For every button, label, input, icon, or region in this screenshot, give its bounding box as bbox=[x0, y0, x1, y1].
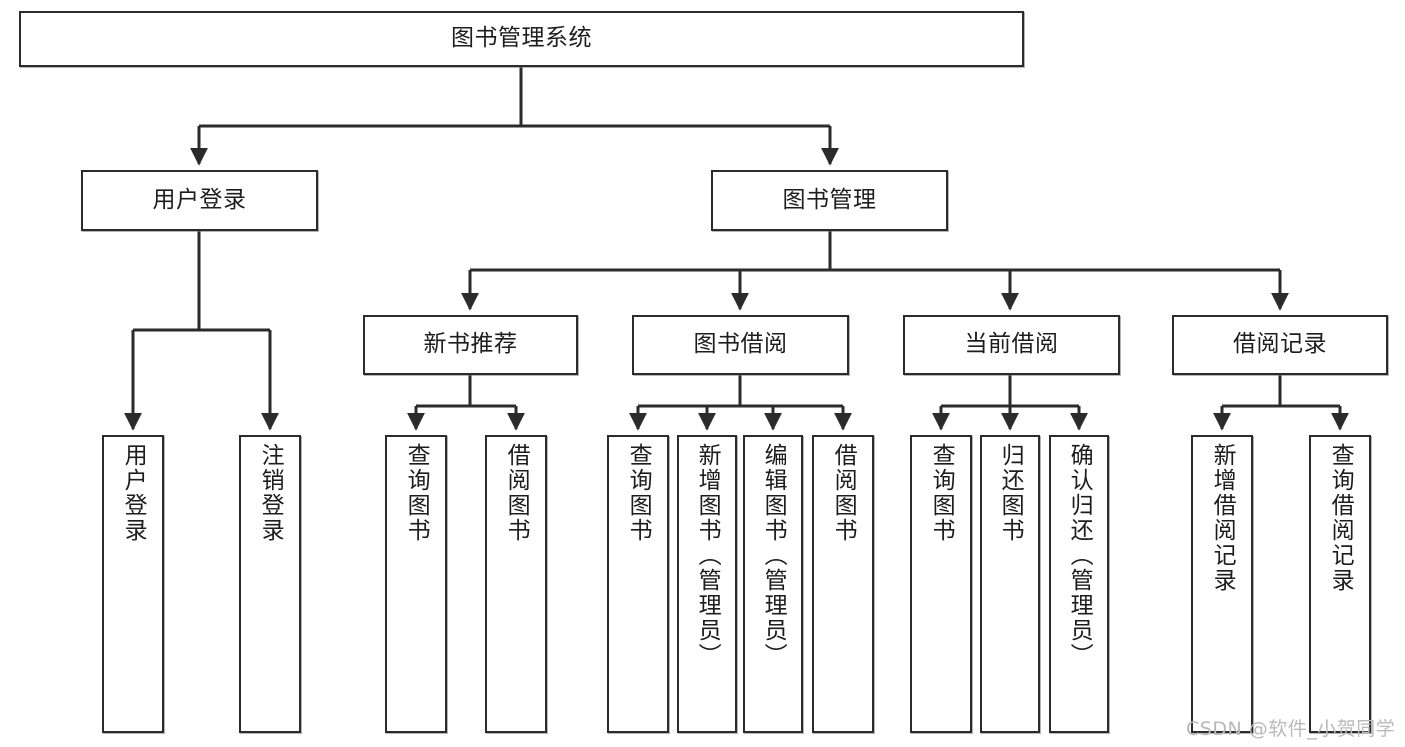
node-root-system[interactable]: 图书管理系统 bbox=[19, 11, 1024, 67]
node-label: 图书借阅 bbox=[693, 331, 788, 358]
node-label: 新书推荐 bbox=[423, 331, 518, 358]
node-current-borrow[interactable]: 当前借阅 bbox=[903, 315, 1120, 375]
node-label: 用户登录 bbox=[152, 186, 247, 213]
node-label: 编辑图书（管理员） bbox=[760, 443, 787, 668]
leaf-user-login-signout[interactable]: 注销登录 bbox=[239, 435, 301, 733]
node-borrow-record[interactable]: 借阅记录 bbox=[1172, 315, 1388, 375]
node-label: 图书管理 bbox=[782, 186, 877, 213]
leaf-recommend-query-book[interactable]: 查询图书 bbox=[385, 435, 447, 733]
node-user-login[interactable]: 用户登录 bbox=[81, 170, 318, 231]
node-label: 注销登录 bbox=[257, 443, 284, 543]
node-label: 借阅记录 bbox=[1233, 331, 1327, 358]
leaf-borrow-edit-book-admin[interactable]: 编辑图书（管理员） bbox=[743, 435, 803, 733]
node-label: 查询图书 bbox=[928, 443, 955, 543]
leaf-borrow-query-book[interactable]: 查询图书 bbox=[607, 435, 669, 733]
leaf-borrow-add-book-admin[interactable]: 新增图书（管理员） bbox=[677, 435, 737, 733]
node-book-borrow[interactable]: 图书借阅 bbox=[632, 315, 849, 375]
node-label: 确认归还（管理员） bbox=[1066, 443, 1093, 668]
node-label: 归还图书 bbox=[997, 443, 1024, 543]
node-label: 查询图书 bbox=[625, 443, 652, 543]
node-label: 用户登录 bbox=[120, 443, 147, 543]
leaf-record-query-borrow-record[interactable]: 查询借阅记录 bbox=[1309, 435, 1371, 733]
node-label: 新增借阅记录 bbox=[1209, 443, 1236, 593]
node-label: 查询图书 bbox=[403, 443, 430, 543]
node-label: 查询借阅记录 bbox=[1327, 443, 1354, 593]
node-label: 新增图书（管理员） bbox=[694, 443, 721, 668]
leaf-current-query-book[interactable]: 查询图书 bbox=[910, 435, 972, 733]
leaf-borrow-borrow-book[interactable]: 借阅图书 bbox=[812, 435, 874, 733]
node-new-book-recommend[interactable]: 新书推荐 bbox=[363, 315, 578, 375]
node-label: 当前借阅 bbox=[964, 331, 1059, 358]
node-book-management[interactable]: 图书管理 bbox=[711, 170, 948, 231]
node-label: 图书管理系统 bbox=[451, 25, 592, 52]
leaf-user-login-signin[interactable]: 用户登录 bbox=[102, 435, 164, 733]
leaf-current-confirm-return-admin[interactable]: 确认归还（管理员） bbox=[1049, 435, 1109, 733]
node-label: 借阅图书 bbox=[830, 443, 857, 543]
leaf-record-add-borrow-record[interactable]: 新增借阅记录 bbox=[1191, 435, 1253, 733]
watermark-text: CSDN @软件_小贺同学 bbox=[1186, 718, 1396, 740]
node-label: 借阅图书 bbox=[503, 443, 530, 543]
leaf-recommend-borrow-book[interactable]: 借阅图书 bbox=[485, 435, 547, 733]
leaf-current-return-book[interactable]: 归还图书 bbox=[980, 435, 1040, 733]
